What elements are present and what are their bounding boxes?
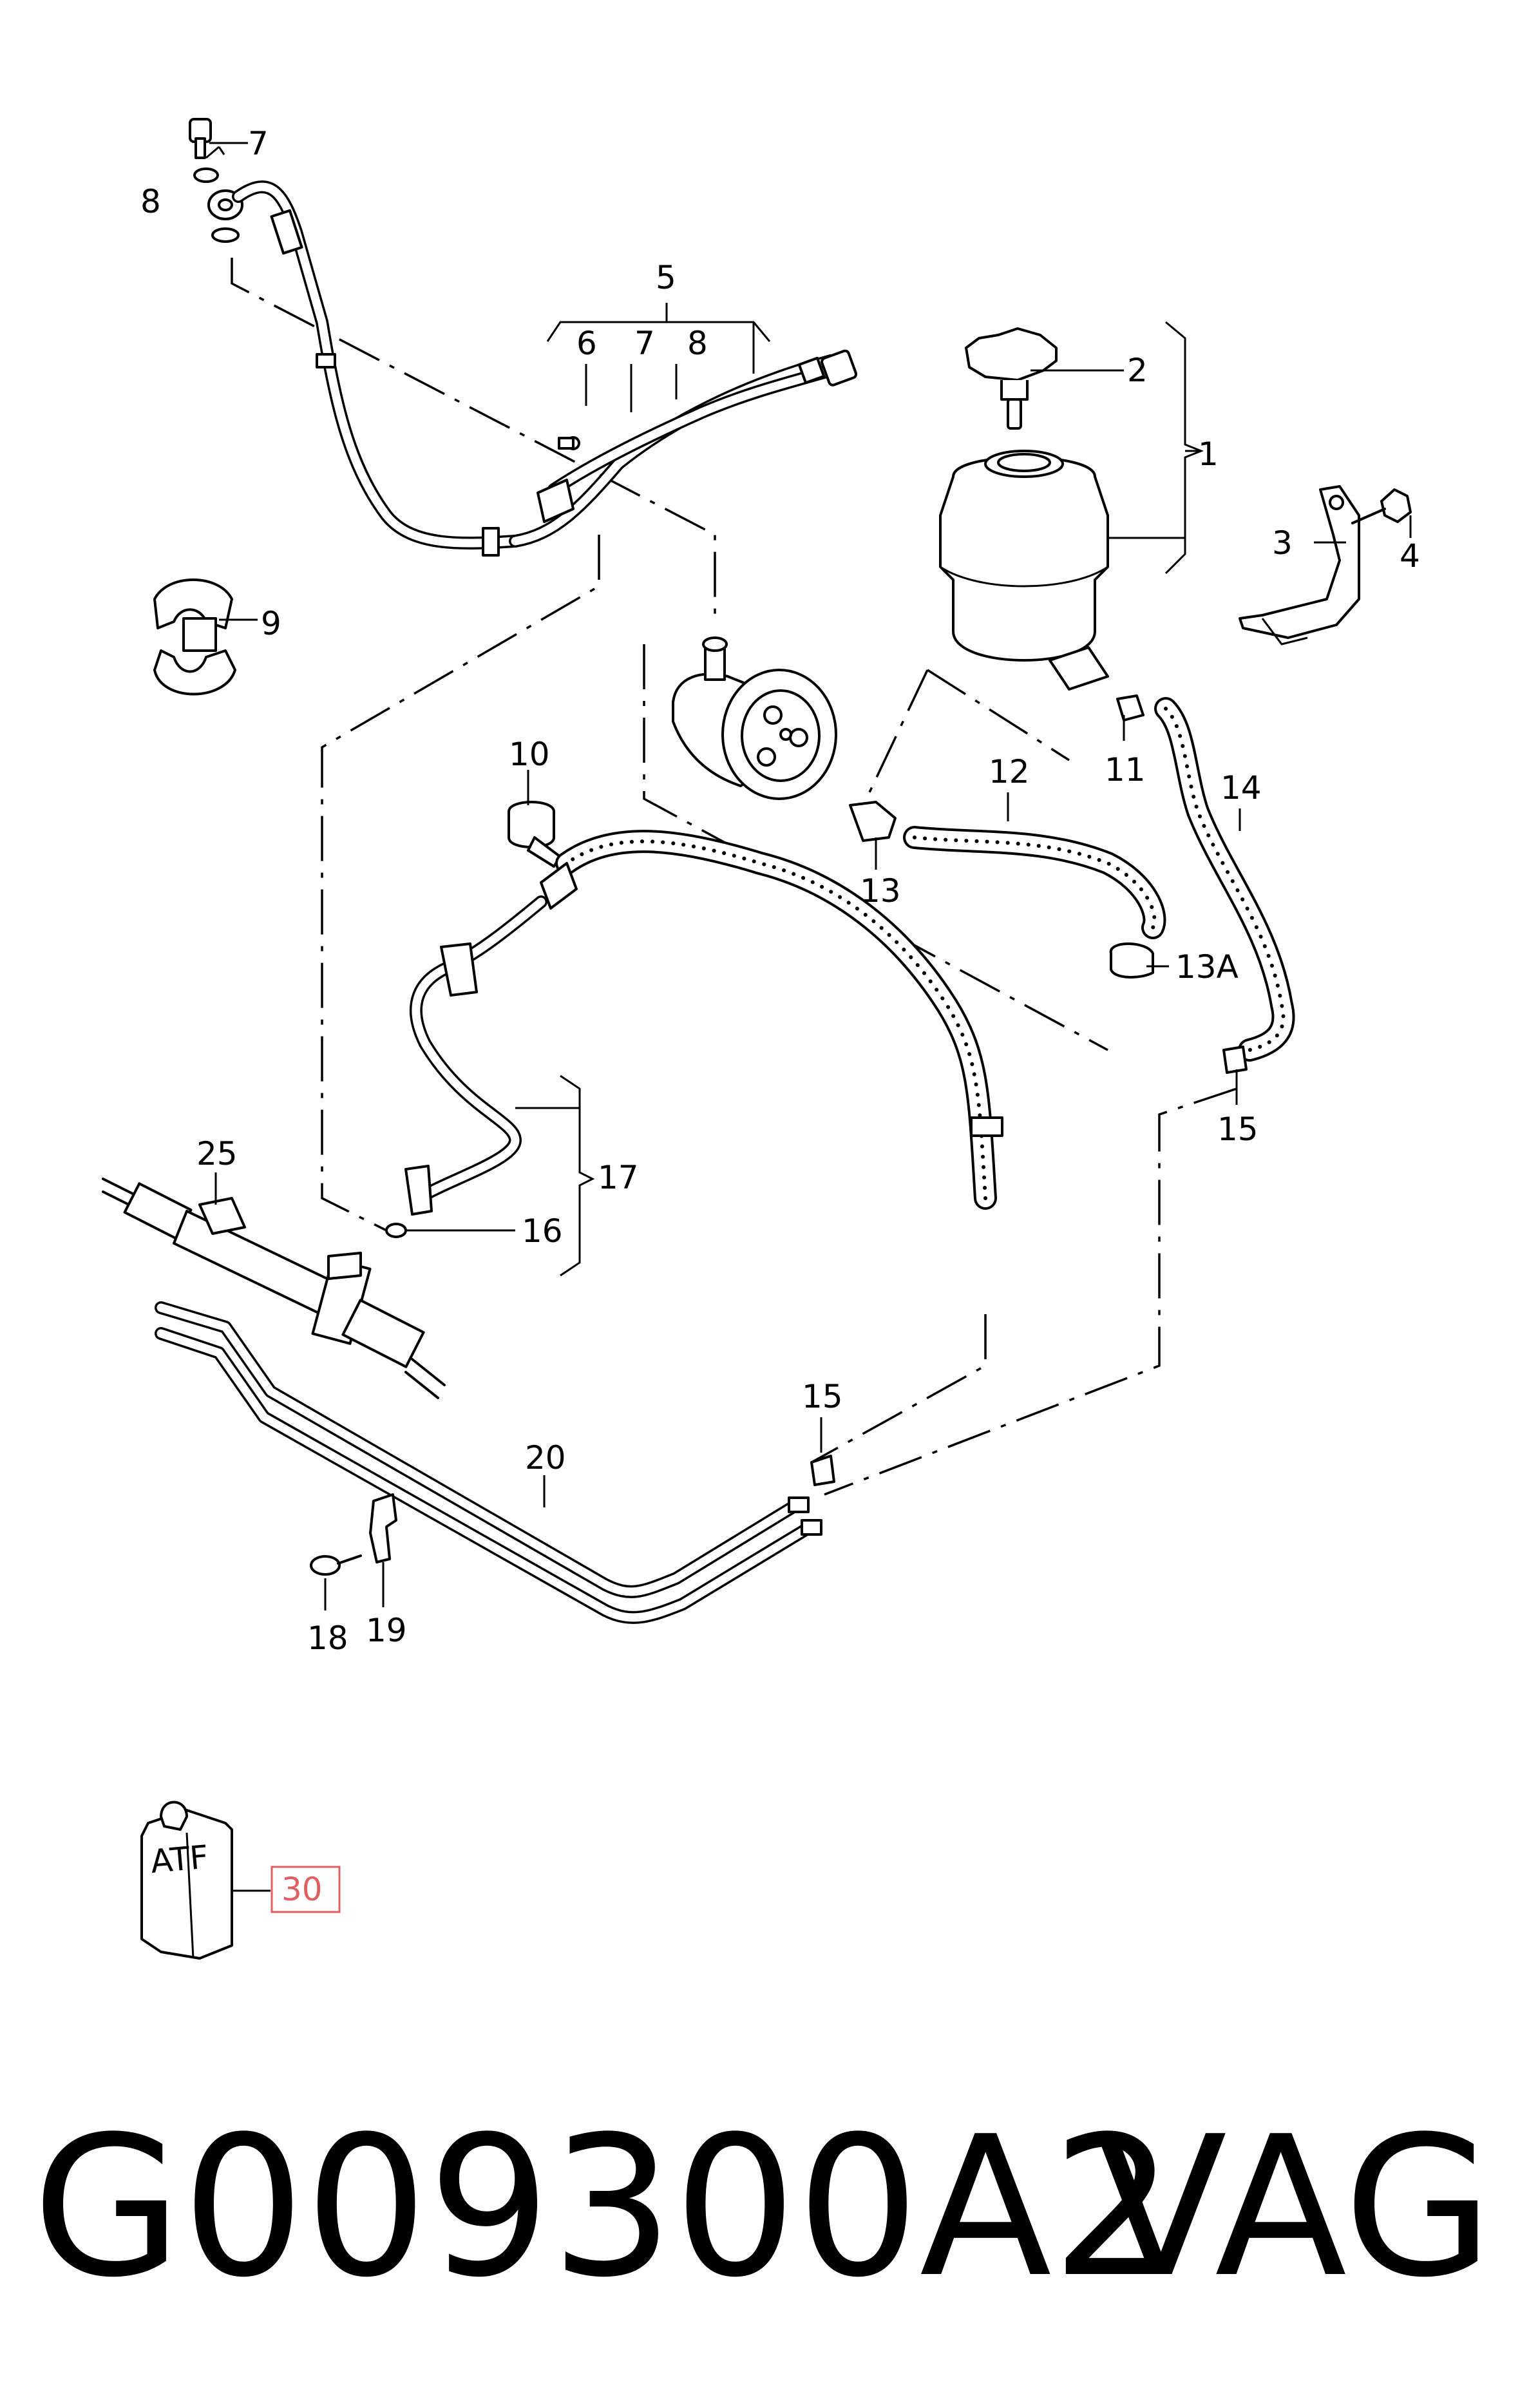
clip-19 (369, 1493, 397, 1563)
callout-11: 11 (1105, 751, 1146, 788)
mounting-bracket (1239, 485, 1412, 645)
callout-1: 1 (1198, 435, 1219, 473)
bottle-label: ATF (149, 1839, 210, 1881)
callout-16: 16 (522, 1212, 563, 1250)
callout-labels: 1 2 3 4 5 6 7 8 7 8 9 10 11 12 13 13A 14… (140, 125, 1420, 1908)
callout-leaders (214, 369, 1412, 1610)
hose-14 (1116, 694, 1295, 1074)
callout-12: 12 (989, 753, 1030, 790)
callout-13: 13 (860, 872, 901, 910)
callout-15-right: 15 (1217, 1111, 1258, 1148)
callout-13a: 13A (1175, 948, 1239, 986)
fluid-reservoir (939, 327, 1109, 691)
callout-4: 4 (1400, 537, 1420, 575)
return-hose (540, 830, 1003, 1210)
pressure-pipe-17 (385, 895, 547, 1238)
hose-12 (849, 801, 1166, 979)
callout-14: 14 (1220, 769, 1262, 807)
callout-8: 8 (140, 183, 161, 220)
callout-18: 18 (307, 1620, 348, 1657)
callout-25: 25 (196, 1135, 238, 1172)
callout-5: 5 (656, 259, 676, 296)
brand-name: VAG (1095, 2095, 1493, 2320)
callout-8-bracket: 8 (687, 325, 708, 362)
callout-10: 10 (509, 736, 550, 773)
callout-3: 3 (1272, 524, 1293, 562)
highlight-box (271, 1866, 341, 1913)
pressure-line-assembly (189, 118, 858, 557)
clamp-10 (508, 801, 562, 868)
callout-7: 7 (248, 125, 269, 162)
callout-9: 9 (261, 605, 281, 642)
callout-19: 19 (366, 1612, 407, 1649)
callout-15-lower: 15 (802, 1378, 843, 1415)
callout-30: 30 (281, 1871, 323, 1908)
lower-pipes (155, 1301, 835, 1624)
power-steering-pump (672, 636, 837, 800)
part-number: G009300A2 (32, 2095, 1175, 2320)
callout-2: 2 (1127, 352, 1148, 389)
callout-20: 20 (525, 1439, 566, 1476)
atf-bottle: ATF (140, 1801, 341, 1960)
dashed-leaders (231, 258, 1237, 1496)
callout-17: 17 (598, 1159, 639, 1196)
screw-18 (310, 1554, 362, 1576)
clamp-9 (153, 578, 236, 696)
callout-6: 6 (576, 325, 597, 362)
callout-7-bracket: 7 (634, 325, 655, 362)
steering-rack (102, 1178, 446, 1399)
